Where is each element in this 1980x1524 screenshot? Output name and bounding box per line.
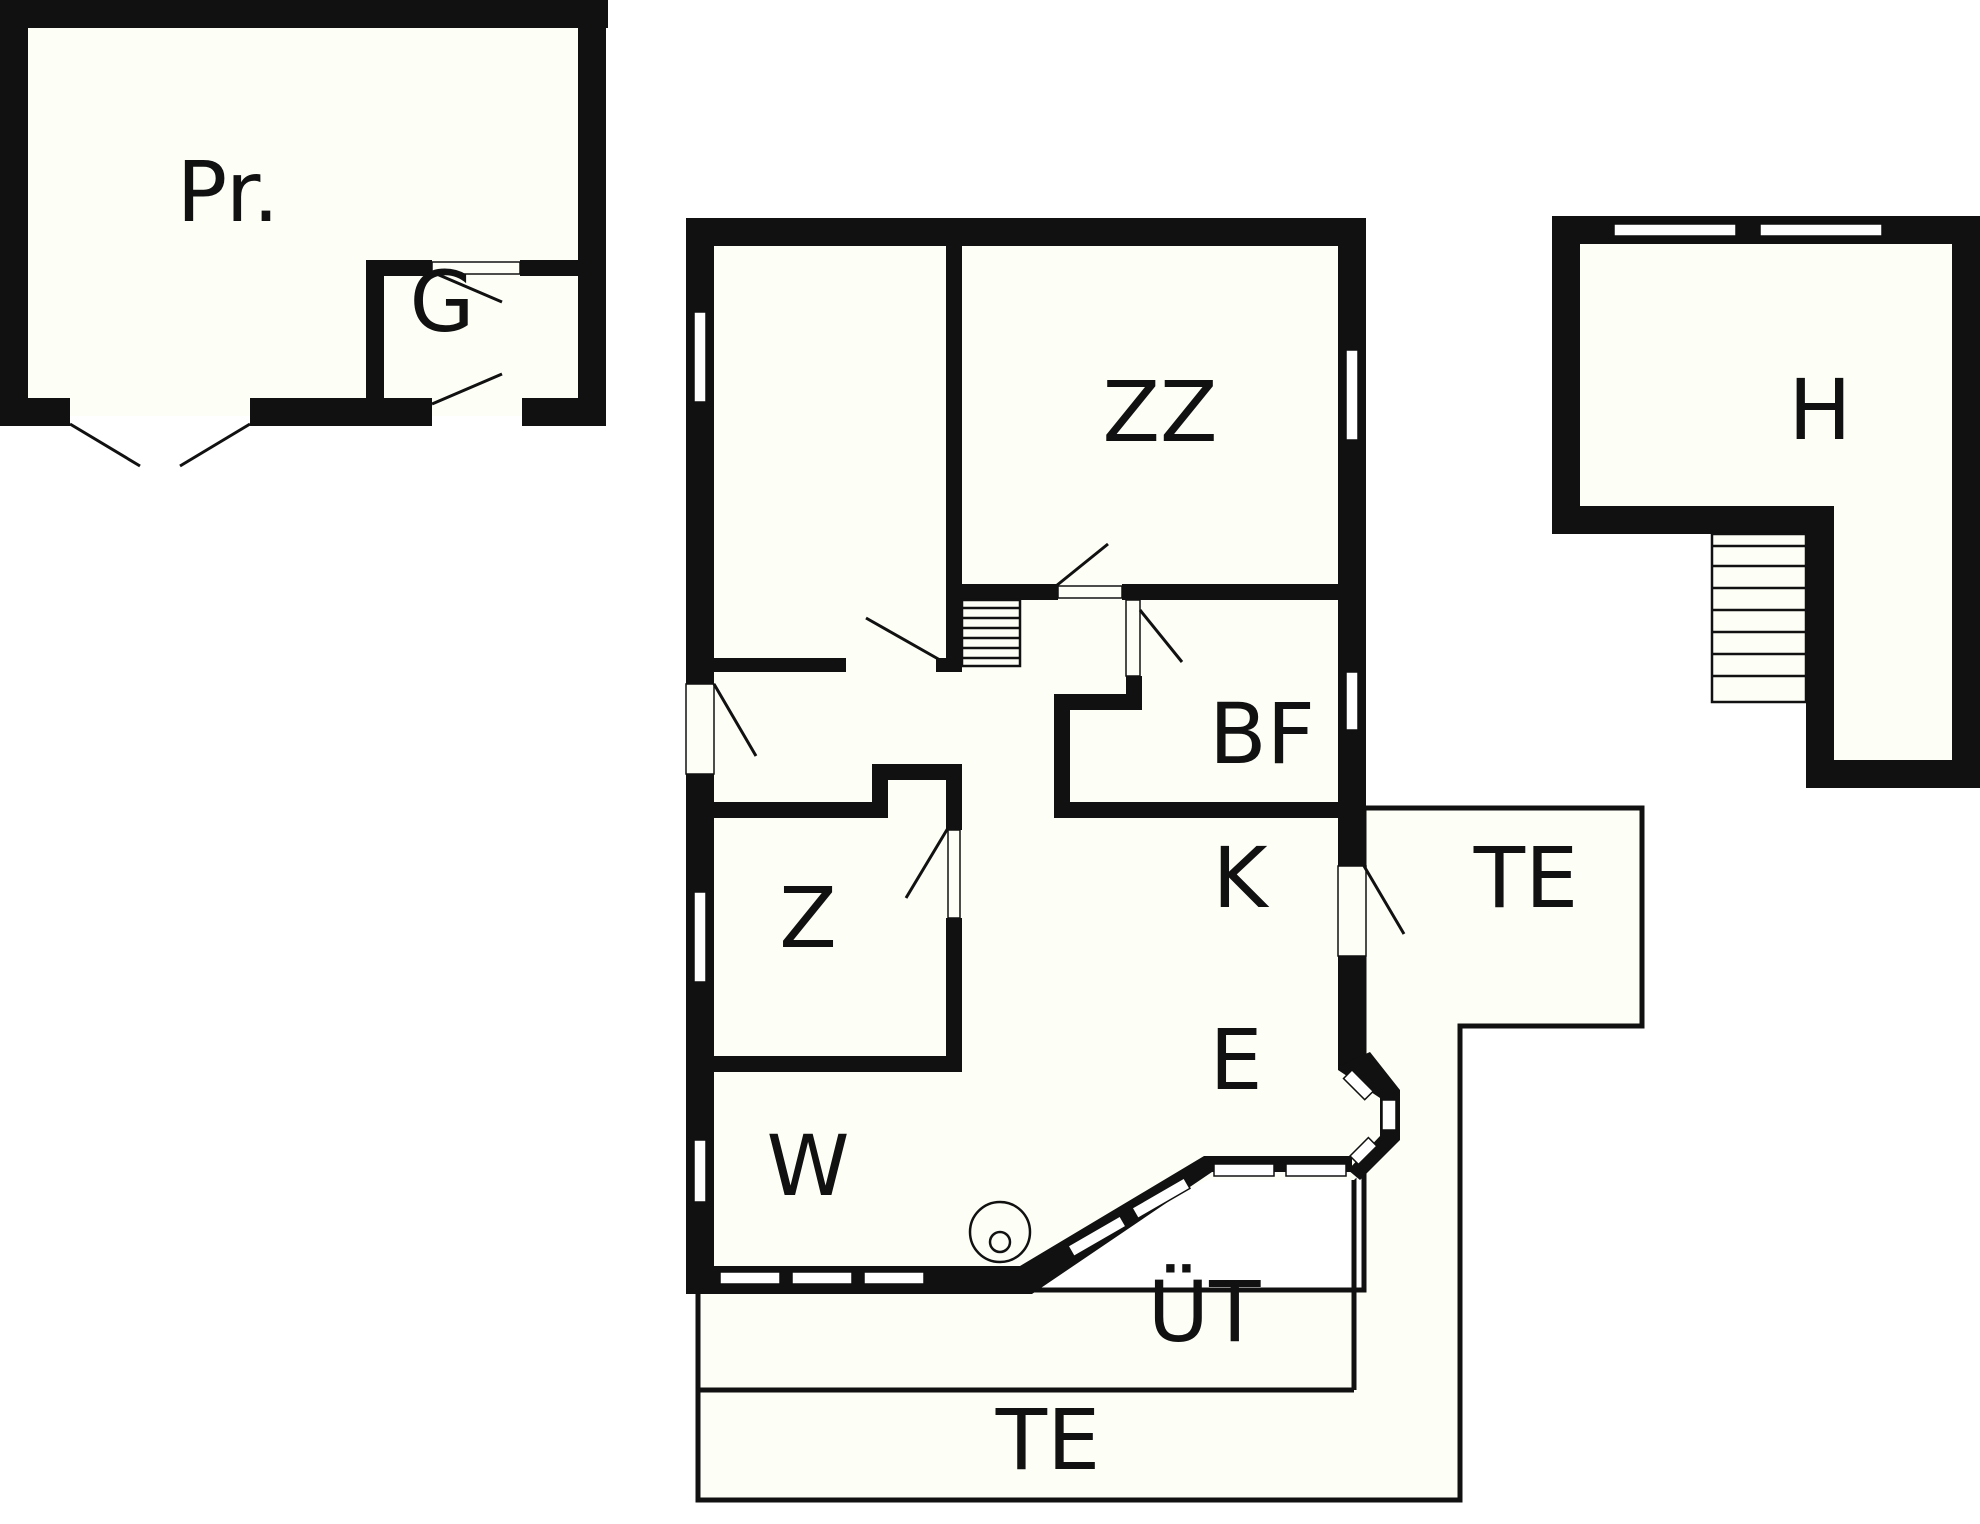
- wall: [962, 584, 1058, 600]
- room-label-h: H: [1788, 361, 1851, 459]
- wall: [1338, 956, 1366, 1068]
- wall: [1338, 218, 1366, 866]
- wall: [520, 260, 584, 276]
- shed-floor: [14, 14, 600, 416]
- door-swing-icon: [69, 270, 503, 468]
- wall: [946, 918, 962, 1072]
- wall: [714, 1056, 962, 1072]
- wall: [872, 764, 962, 780]
- room-label-g: G: [409, 253, 474, 351]
- wall: [366, 260, 384, 404]
- stove-icon: [968, 1200, 1032, 1264]
- door-opening: [1057, 585, 1123, 599]
- wall: [0, 0, 28, 426]
- wall: [686, 774, 714, 1294]
- door-opening: [1125, 599, 1141, 677]
- wall: [578, 0, 606, 426]
- door-swing-icon: [712, 542, 1406, 935]
- room-label-ut: ÜT: [1148, 1263, 1261, 1361]
- wall: [936, 658, 962, 672]
- door-opening: [685, 683, 715, 775]
- wall: [0, 0, 608, 28]
- wall: [686, 218, 714, 684]
- stairs-icon: [1710, 532, 1808, 704]
- window-icon: [431, 261, 521, 275]
- wall: [686, 218, 1366, 246]
- wall: [1054, 694, 1070, 818]
- wall: [1952, 216, 1980, 788]
- door-opening: [1337, 865, 1367, 957]
- room-label-te-right: TE: [1473, 829, 1578, 927]
- stairs-icon: [960, 598, 1022, 668]
- door-opening: [947, 829, 961, 919]
- wall: [714, 658, 846, 672]
- main-house: [685, 218, 1645, 1503]
- room-label-e: E: [1209, 1011, 1262, 1109]
- room-label-bf: BF: [1209, 685, 1315, 783]
- window-icon: [1613, 223, 1883, 237]
- room-label-te-bottom: TE: [995, 1391, 1100, 1489]
- house-floor: [686, 218, 1398, 1284]
- room-label-k: K: [1212, 829, 1269, 927]
- wall: [366, 260, 432, 276]
- wall: [946, 238, 962, 670]
- upper-floor-building: [1552, 216, 1980, 788]
- room-label-pr: Pr.: [177, 143, 280, 241]
- wall: [1806, 760, 1980, 788]
- shed-building: [0, 0, 608, 468]
- terrace-floor: [695, 805, 1645, 1503]
- wall: [1054, 802, 1350, 818]
- wall: [0, 398, 70, 426]
- wall: [714, 802, 874, 818]
- wall: [1552, 216, 1580, 534]
- room-label-w: W: [766, 1117, 849, 1215]
- wall: [522, 398, 606, 426]
- wall: [1122, 584, 1350, 600]
- wall: [250, 398, 432, 426]
- wall: [1054, 694, 1142, 710]
- wall: [1806, 506, 1834, 788]
- wall: [1552, 506, 1834, 534]
- upper-floor: [1554, 218, 1980, 784]
- wall: [946, 764, 962, 830]
- window-icon: [693, 311, 1397, 1285]
- room-label-z: Z: [779, 869, 837, 967]
- wall: [1338, 1052, 1400, 1180]
- room-label-zz: ZZ: [1102, 363, 1217, 461]
- window-icon: [1066, 1068, 1378, 1258]
